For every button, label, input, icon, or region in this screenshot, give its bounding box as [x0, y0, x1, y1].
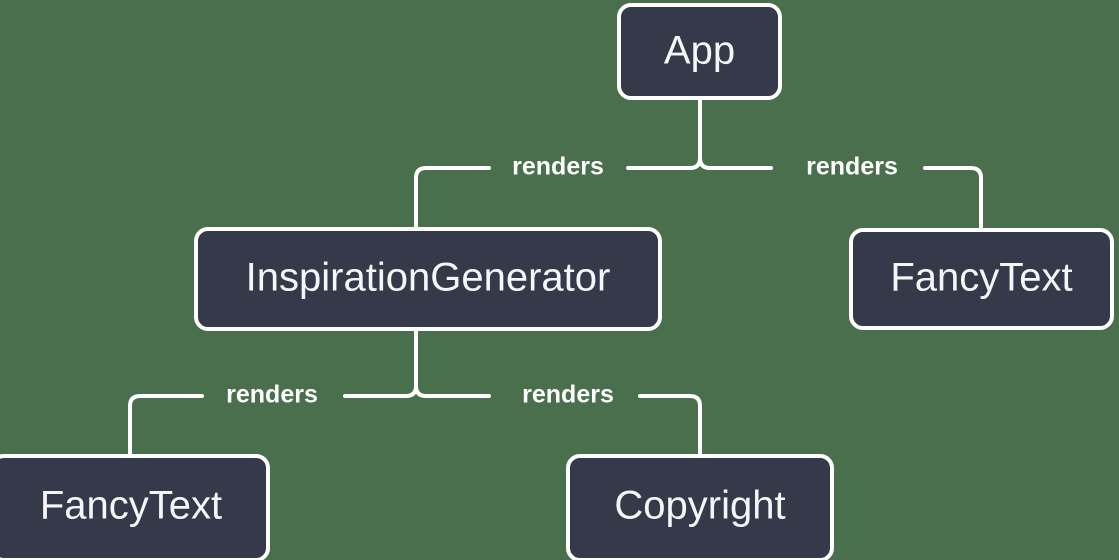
node-app[interactable]: App: [617, 3, 782, 100]
edge-app-to-inspiration-generator-left: [414, 166, 491, 231]
edge-ig-to-fancytext-bottom-inner: [343, 384, 418, 398]
edge-app-to-fancytext-right-outer: [923, 166, 983, 232]
node-copyright-box[interactable]: [566, 454, 834, 560]
edge-labels-group: renders renders renders renders: [226, 153, 898, 409]
node-fancytext-bottom-label: FancyText: [40, 484, 222, 528]
edge-label-inspiration-generator-to-copyright: renders: [522, 381, 614, 409]
node-app-box[interactable]: [617, 3, 782, 100]
edge-app-to-fancytext-right-inner: [698, 156, 773, 170]
edge-label-app-to-fancytext-right: renders: [806, 153, 898, 181]
edge-label-inspiration-generator-to-fancytext-bottom: renders: [226, 381, 318, 409]
edge-ig-to-fancytext-bottom-outer: [128, 394, 204, 458]
node-fancytext-right-label: FancyText: [890, 256, 1072, 300]
edge-label-app-to-inspiration-generator: renders: [512, 153, 604, 181]
edges-group: [128, 96, 983, 458]
edge-app-to-inspiration-generator: [626, 156, 702, 170]
node-inspiration-generator[interactable]: InspirationGenerator: [194, 227, 662, 331]
node-inspiration-generator-label: InspirationGenerator: [246, 256, 611, 300]
node-fancytext-right-box[interactable]: [849, 228, 1114, 330]
edge-ig-to-copyright-outer: [638, 394, 702, 458]
node-fancytext-bottom-box[interactable]: [0, 454, 270, 560]
node-copyright[interactable]: Copyright: [566, 454, 834, 560]
nodes-group: App InspirationGenerator FancyText Fancy…: [0, 3, 1114, 560]
node-copyright-label: Copyright: [614, 484, 785, 528]
node-inspiration-generator-box[interactable]: [194, 227, 662, 331]
node-fancytext-right[interactable]: FancyText: [849, 228, 1114, 330]
node-fancytext-bottom[interactable]: FancyText: [0, 454, 270, 560]
node-app-label: App: [664, 29, 735, 73]
edge-ig-to-copyright-inner: [414, 384, 491, 398]
